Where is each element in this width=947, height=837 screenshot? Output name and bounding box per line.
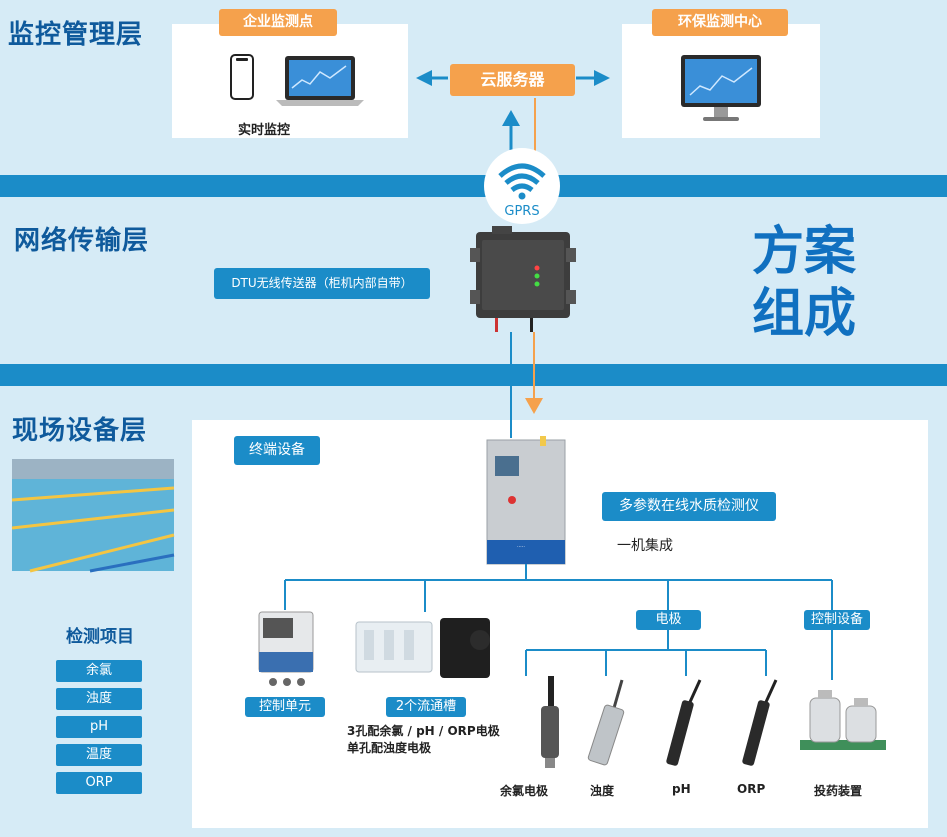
enterprise-tag: 企业监测点 [219,9,337,36]
chlorine-electrode-image [541,676,559,768]
solution-title-line1: 方案 [751,222,856,282]
item-chlorine: 余氯 [56,660,142,682]
laptop-icon [276,56,364,106]
analyzer-tag: 多参数在线水质检测仪 [602,492,776,521]
item-turbidity: 浊度 [56,688,142,710]
monitor-layer-title: 监控管理层 [8,20,144,50]
solution-title-line2: 组成 [751,284,856,344]
control-unit-image [258,611,314,686]
svg-text:·····: ····· [517,544,525,550]
detection-items-title: 检测项目 [66,627,134,647]
dtu-device-image [470,226,576,332]
turbidity-electrode-image [587,679,625,766]
dosing-device-image [800,690,886,750]
flow-cell-image [355,618,490,678]
equipment-tree-lines [284,564,833,680]
env-center-tag: 环保监测中心 [652,9,788,36]
orp-electrode-image [742,679,778,766]
flow-cell-desc-2: 单孔配浊度电极 [347,741,432,755]
phone-icon [230,54,254,100]
electrode-label-orp: ORP [737,782,766,796]
terminal-tag: 终端设备 [234,436,320,465]
ph-electrode-image [666,679,702,766]
field-layer-title: 现场设备层 [12,416,148,446]
realtime-monitor-label: 实时监控 [238,123,291,138]
cloud-server-tag: 云服务器 [450,64,575,96]
gprs-wifi-icon [484,148,560,224]
dtu-orange-arrow [525,332,543,414]
cloud-left-arrow [416,70,448,86]
electrode-label-ph: pH [672,782,691,796]
item-temperature: 温度 [56,744,142,766]
item-orp: ORP [56,772,142,794]
cloud-right-arrow [576,70,610,86]
flow-cell-desc-1: 3孔配余氯 / pH / ORP电极 [347,724,500,738]
monitor-icon [681,55,761,121]
dtu-tag: DTU无线传送器（柜机内部自带） [214,268,430,299]
analyzer-cabinet-image: ····· [486,436,566,565]
flow-cell-tag: 2个流通槽 [386,697,466,717]
pool-photo [11,459,175,573]
band-bottom [0,364,947,386]
dosing-label: 投药装置 [814,784,863,798]
electrode-tag: 电极 [636,610,701,630]
integrated-label: 一机集成 [617,538,673,554]
electrode-label-turbidity: 浊度 [590,784,615,798]
gprs-label: GPRS [504,204,540,219]
item-ph: pH [56,716,142,738]
network-layer-title: 网络传输层 [14,226,150,256]
electrode-label-chlorine: 余氯电极 [500,784,549,798]
control-unit-tag: 控制单元 [245,697,325,717]
control-device-tag: 控制设备 [804,610,870,630]
band-top [0,175,947,197]
gprs-up-arrow [502,110,520,150]
